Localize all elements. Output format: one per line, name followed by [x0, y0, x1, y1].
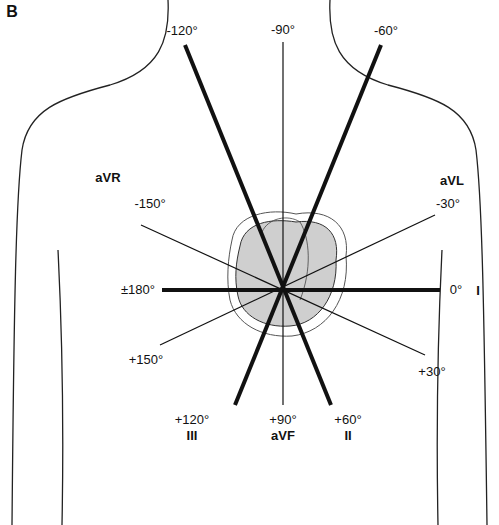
torso-outline: [12, 0, 487, 525]
lead-name: III: [187, 429, 198, 443]
angle-label: 0°: [450, 283, 462, 297]
angle-label: ±180°: [121, 283, 155, 297]
angle-label: -90°: [271, 23, 295, 37]
angle-label: -30°: [436, 197, 460, 211]
angle-label: -120°: [166, 24, 197, 38]
lead-axes: [141, 42, 440, 405]
lead-name: I: [476, 284, 480, 298]
angle-label: -150°: [134, 197, 165, 211]
angle-label: +60°: [334, 413, 361, 427]
lead-name: aVL: [440, 174, 464, 188]
angle-label: +90°: [269, 413, 296, 427]
angle-label: +120°: [175, 413, 209, 427]
panel-letter: B: [6, 3, 18, 21]
lead-name: aVF: [271, 429, 295, 443]
angle-label: -60°: [374, 24, 398, 38]
angle-label: +150°: [129, 353, 163, 367]
lead-name: II: [344, 429, 351, 443]
angle-label: +30°: [418, 365, 445, 379]
lead-name: aVR: [95, 171, 120, 185]
